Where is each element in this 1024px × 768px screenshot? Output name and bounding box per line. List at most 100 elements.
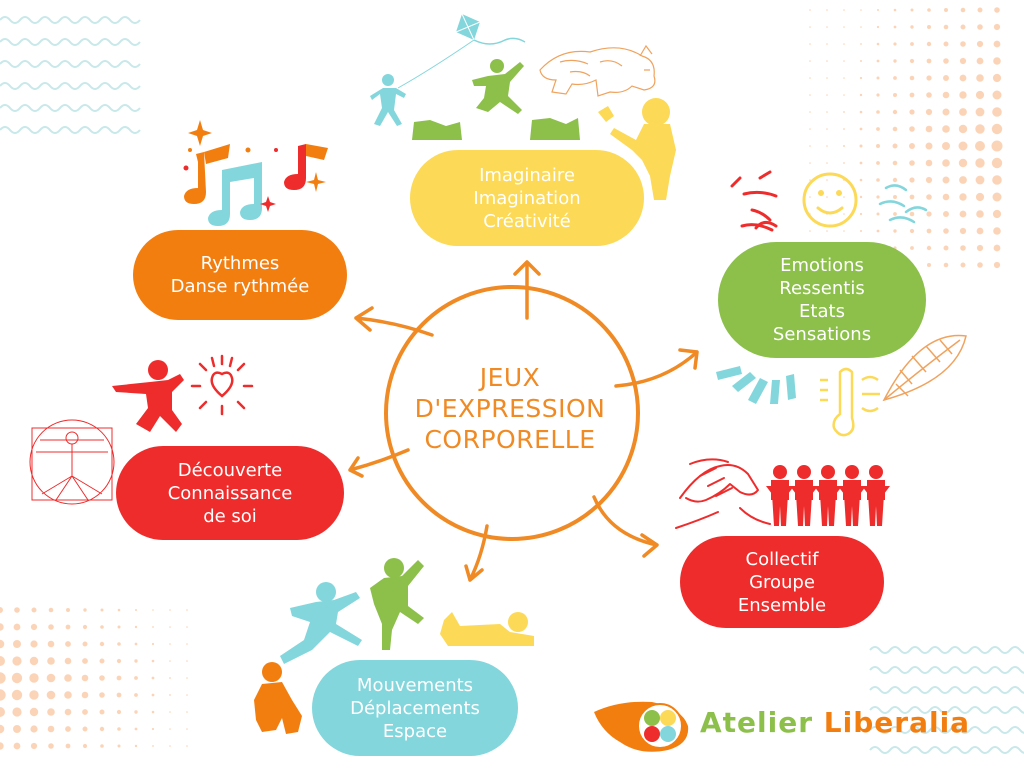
bg-dot: [975, 141, 985, 151]
bg-dot: [927, 25, 931, 29]
bg-dot: [926, 92, 932, 98]
bg-dot: [169, 728, 171, 730]
bg-dot: [942, 125, 950, 133]
bg-dot: [860, 9, 862, 11]
bg-dot: [860, 26, 862, 28]
bg-dot: [893, 25, 897, 29]
node-collectif: Collectif Groupe Ensemble: [680, 536, 884, 628]
bg-dot: [925, 125, 933, 133]
bg-dot: [14, 607, 20, 613]
bg-dot: [152, 626, 154, 628]
arrow-to-emotions: [614, 348, 699, 388]
bg-dot: [976, 227, 984, 235]
bg-dot: [12, 707, 22, 717]
node-collectif-line-3: Ensemble: [737, 594, 827, 616]
bg-dot: [116, 692, 122, 698]
bg-dot: [926, 41, 932, 47]
bg-dot: [30, 623, 38, 631]
node-emotions-line-3: Etats: [799, 301, 845, 322]
bg-dot: [859, 144, 863, 148]
arrow-to-decouverte: [348, 448, 410, 478]
bg-dot: [909, 58, 915, 64]
bg-dot: [134, 642, 138, 646]
bg-dot: [134, 676, 138, 680]
paper-person-body: [766, 480, 794, 526]
bg-dot: [826, 162, 828, 164]
bg-dot: [942, 91, 950, 99]
node-emotions-line-4: Sensations: [772, 324, 872, 345]
bg-dot: [66, 608, 70, 612]
paper-person-body: [838, 480, 866, 526]
bg-dot: [65, 726, 71, 732]
bg-dot: [925, 159, 933, 167]
bg-dot: [876, 144, 880, 148]
node-rythmes: Rythmes Danse rythmée: [133, 230, 347, 320]
bg-dot: [186, 660, 188, 662]
palette-logo-icon: [594, 701, 689, 752]
bg-dot: [910, 246, 914, 250]
bg-dot: [909, 177, 915, 183]
bg-dot: [843, 196, 845, 198]
bg-dot: [942, 193, 950, 201]
bg-dot: [959, 108, 967, 116]
bg-dot: [152, 745, 154, 747]
node-mouvements-line-1: Mouvements: [356, 674, 474, 696]
paper-person-body: [790, 480, 818, 526]
bg-dot: [116, 675, 122, 681]
bg-wave: [0, 104, 141, 112]
crouching-child-orange-icon: [254, 662, 302, 734]
bg-dot: [943, 58, 949, 64]
bg-wave: [0, 38, 141, 46]
bg-dot: [892, 143, 898, 149]
node-imaginaire: Imaginaire Imagination Créativité: [410, 150, 644, 246]
paper-person-head: [821, 465, 835, 479]
bg-dot: [826, 26, 828, 28]
bg-dot: [0, 656, 5, 666]
bg-dot: [151, 693, 155, 697]
bg-dot: [169, 677, 171, 679]
bg-dot: [48, 743, 54, 749]
bg-dot: [959, 193, 967, 201]
bg-dot: [943, 245, 949, 251]
bg-dot: [809, 77, 811, 79]
bg-dot: [151, 642, 155, 646]
bg-dot: [926, 228, 932, 234]
bg-dot: [826, 230, 828, 232]
bg-dot: [909, 228, 915, 234]
lying-child-yellow-icon: [440, 612, 534, 646]
bg-dot: [992, 90, 1002, 100]
kite-icon: [397, 13, 526, 89]
bg-dot: [13, 623, 21, 631]
bg-dot: [843, 26, 845, 28]
bg-dot: [30, 725, 38, 733]
bg-dot: [959, 227, 967, 235]
bg-dot: [926, 194, 932, 200]
bg-dot: [11, 689, 23, 701]
bg-dot: [11, 672, 23, 684]
bg-dot: [809, 179, 811, 181]
bg-dot: [809, 94, 811, 96]
bg-wave: [0, 126, 141, 134]
bg-dot: [943, 228, 949, 234]
bg-dot: [909, 126, 915, 132]
bg-dot: [926, 75, 932, 81]
bg-dot: [0, 742, 4, 750]
bg-dot: [975, 107, 985, 117]
bg-dot: [48, 607, 54, 613]
bg-dot: [977, 262, 983, 268]
bg-dot: [876, 178, 880, 182]
arrow-to-imaginaire: [513, 260, 541, 320]
bg-dot: [12, 656, 22, 666]
bg-dot: [13, 742, 21, 750]
bg-dot: [65, 624, 71, 630]
bg-dot: [826, 9, 828, 11]
paper-person-head: [773, 465, 787, 479]
bg-dot: [843, 213, 845, 215]
bg-dot: [958, 141, 968, 151]
bg-dot: [82, 743, 88, 749]
bg-dot: [859, 76, 863, 80]
smiley-faces-icon: [716, 170, 928, 404]
bg-dot: [134, 744, 138, 748]
bg-dot: [809, 162, 811, 164]
